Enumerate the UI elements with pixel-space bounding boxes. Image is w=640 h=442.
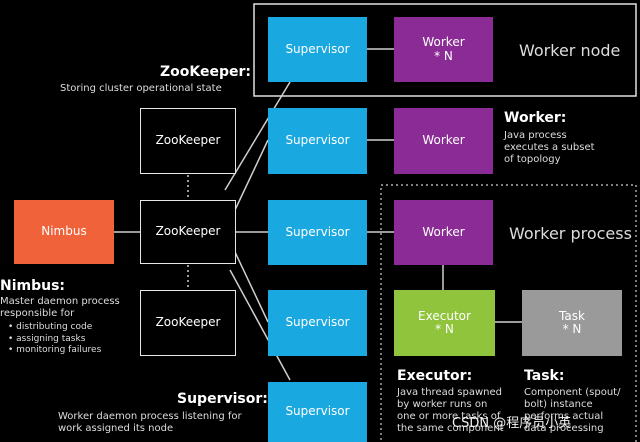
worker-annotation-desc: Java process executes a subset of topolo… <box>504 130 595 165</box>
supervisor-node-5: Supervisor <box>268 382 367 442</box>
executor-annotation-title: Executor: <box>397 368 473 384</box>
worker-node-2: Worker <box>394 108 493 174</box>
supervisor-annotation-title: Supervisor: <box>177 391 268 407</box>
task-annotation-desc: Component (spout/ bolt) instance perform… <box>524 387 621 434</box>
supervisor-annotation-desc: Worker daemon process listening for work… <box>58 411 242 434</box>
worker-process-outline <box>380 184 637 442</box>
supervisor-node-3: Supervisor <box>268 200 367 265</box>
nimbus-node: Nimbus <box>14 200 114 264</box>
zookeeper-annotation-desc: Storing cluster operational state <box>60 83 222 94</box>
executor-node: Executor * N <box>394 290 495 356</box>
task-label: Task <box>559 308 585 323</box>
executor-count: * N <box>435 322 454 336</box>
zookeeper-node-2: ZooKeeper <box>140 200 236 264</box>
zookeeper-node-3: ZooKeeper <box>140 290 236 356</box>
task-count: * N <box>562 322 582 336</box>
nimbus-annotation-title: Nimbus: <box>0 278 66 294</box>
supervisor-node-2: Supervisor <box>268 108 367 174</box>
executor-annotation-desc: Java thread spawned by worker runs on on… <box>397 387 504 434</box>
executor-label: Executor <box>418 308 471 323</box>
nimbus-annotation-bullets: • distributing code • assigning tasks • … <box>8 322 102 356</box>
zookeeper-annotation-title: ZooKeeper: <box>160 64 251 80</box>
worker-node-1: Worker * N <box>394 17 493 82</box>
supervisor-node-1: Supervisor <box>268 17 367 82</box>
nimbus-annotation-desc: Master daemon process responsible for <box>0 296 120 319</box>
worker-node-outline <box>253 3 637 97</box>
worker-annotation-title: Worker: <box>504 110 567 126</box>
worker-process-label: Worker process <box>509 224 632 243</box>
worker-node-3: Worker <box>394 200 493 265</box>
zookeeper-node-1: ZooKeeper <box>140 108 236 174</box>
worker-node-label: Worker node <box>519 41 621 60</box>
task-annotation-title: Task: <box>524 368 565 384</box>
watermark: CSDN @程序员小英 <box>452 416 572 431</box>
supervisor-node-4: Supervisor <box>268 290 367 356</box>
task-node: Task * N <box>522 290 622 356</box>
worker-1-count: * N <box>434 48 453 63</box>
worker-1-label: Worker <box>422 35 465 50</box>
